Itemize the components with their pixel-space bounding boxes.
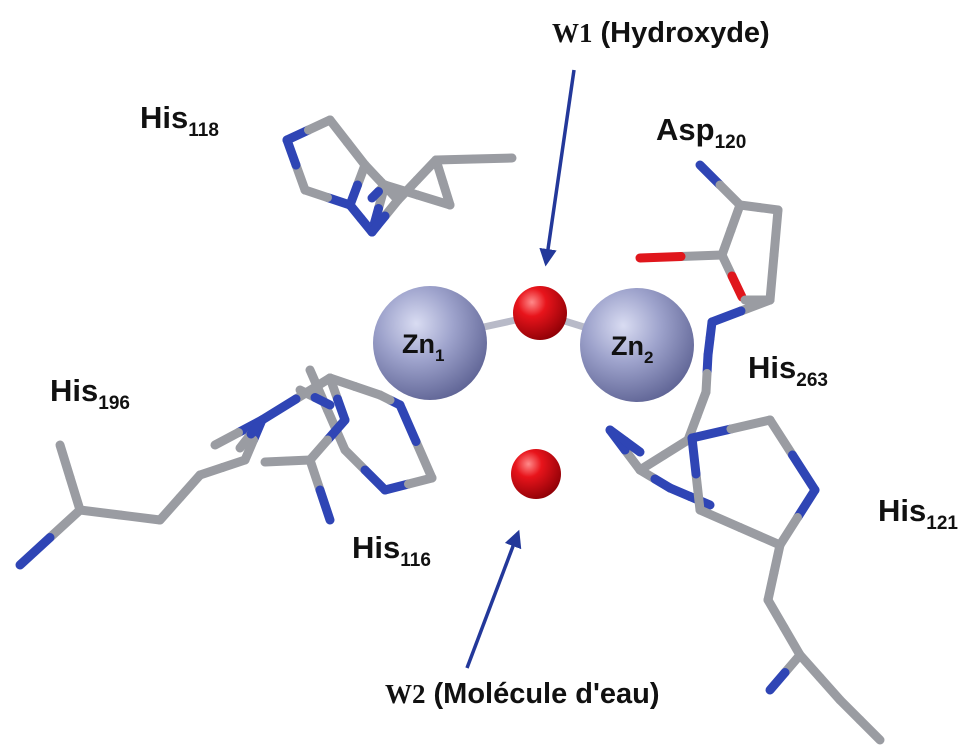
bond-segment bbox=[676, 250, 727, 261]
bond-segment bbox=[155, 493, 185, 525]
bond-segment bbox=[695, 160, 725, 190]
bond-segment bbox=[779, 623, 805, 660]
bond-segment bbox=[695, 505, 745, 532]
w1-label: W1(Hydroxyde) bbox=[552, 17, 770, 49]
bond-segment bbox=[246, 415, 267, 439]
asp120-label: Asp120 bbox=[656, 112, 746, 153]
bond-segment bbox=[727, 271, 747, 302]
bond-segment bbox=[360, 465, 390, 495]
bond-segment bbox=[765, 250, 779, 305]
w2-arrow bbox=[465, 529, 522, 669]
bond-segment bbox=[343, 138, 370, 170]
bond-segment bbox=[707, 306, 746, 327]
bond-segment bbox=[15, 533, 55, 570]
his118-label: His118 bbox=[140, 100, 219, 141]
bond-segment bbox=[65, 473, 85, 515]
his263-label: His263 bbox=[748, 350, 828, 391]
bond-segment bbox=[715, 180, 745, 210]
bond-segment bbox=[431, 154, 479, 165]
bond-segment bbox=[765, 415, 797, 460]
bond-segment bbox=[469, 153, 517, 164]
bond-segment bbox=[260, 456, 292, 467]
bond-segment bbox=[282, 135, 301, 170]
bond-network bbox=[15, 115, 885, 745]
bond-segment bbox=[835, 695, 865, 725]
bond-segment bbox=[367, 187, 383, 203]
bond-segment bbox=[687, 424, 736, 443]
bond-segment bbox=[413, 190, 455, 210]
bond-segment bbox=[315, 485, 335, 525]
bond-segment bbox=[340, 445, 370, 475]
bond-segment bbox=[763, 568, 779, 605]
bond-segment bbox=[257, 394, 301, 425]
zn1-label: Zn1 bbox=[402, 329, 444, 365]
bond-segment bbox=[735, 523, 785, 550]
w2-label: W2(Molécule d'eau) bbox=[385, 678, 660, 710]
bond-segment bbox=[769, 540, 785, 577]
bond-segment bbox=[75, 505, 125, 520]
zinc-atom-2 bbox=[580, 288, 694, 402]
bond-segment bbox=[380, 180, 422, 200]
bond-segment bbox=[775, 513, 802, 550]
bond-segment bbox=[635, 252, 686, 263]
bond-segment bbox=[620, 436, 645, 457]
bond-segment bbox=[659, 435, 693, 460]
bond-segment bbox=[769, 205, 783, 260]
his121-label: His121 bbox=[878, 493, 958, 534]
bond-segment bbox=[788, 450, 820, 495]
bond-segment bbox=[210, 428, 243, 450]
water-oxygen-w2 bbox=[511, 449, 561, 499]
his116-label: His116 bbox=[352, 530, 431, 571]
bond-segment bbox=[367, 211, 390, 237]
bond-segment bbox=[736, 295, 775, 316]
bond-segment bbox=[815, 673, 845, 705]
bond-segment bbox=[687, 433, 701, 479]
bond-segment bbox=[45, 505, 85, 542]
bond-segment bbox=[793, 485, 820, 522]
bond-segment bbox=[305, 455, 325, 495]
bond-segment bbox=[855, 715, 885, 745]
bond-segment bbox=[726, 415, 775, 434]
bond-segment bbox=[310, 393, 335, 410]
bond-segment bbox=[325, 115, 352, 147]
bond-segment bbox=[765, 668, 790, 695]
hydroxide-oxygen-w1 bbox=[513, 286, 567, 340]
bond-segment bbox=[763, 595, 789, 632]
bond-segment bbox=[691, 469, 705, 515]
zinc-atom-1 bbox=[373, 286, 487, 400]
bond-segment bbox=[395, 400, 421, 446]
bond-segment bbox=[411, 437, 437, 483]
w1-arrow bbox=[539, 69, 576, 267]
bond-segment bbox=[175, 470, 205, 502]
bond-segment bbox=[345, 200, 366, 223]
his196-label: His196 bbox=[50, 373, 130, 414]
bond-segment bbox=[55, 440, 75, 482]
bond-segment bbox=[795, 650, 825, 682]
bond-segment bbox=[115, 510, 165, 525]
zn2-label: Zn2 bbox=[611, 331, 653, 367]
